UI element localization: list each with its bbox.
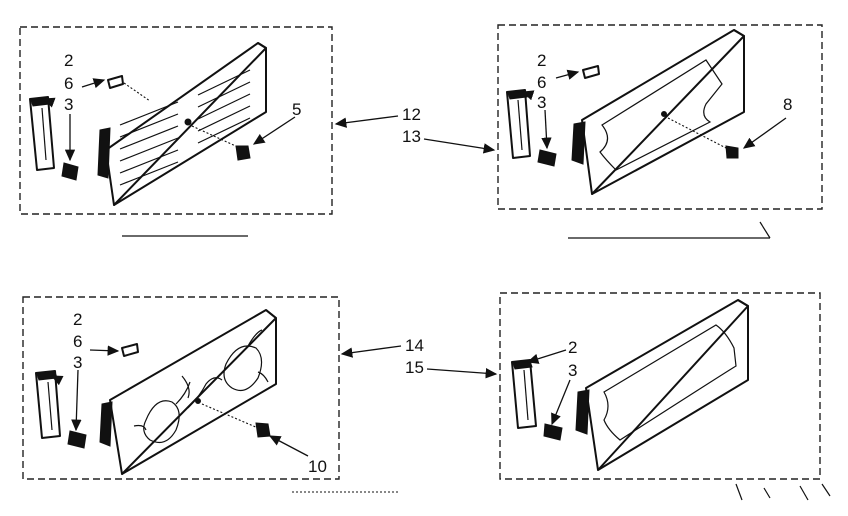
- panel-1: 2 6 3 5: [19, 26, 333, 237]
- label-2: 2: [73, 310, 82, 329]
- end-cap-part: [35, 370, 61, 439]
- pin-part: [121, 343, 139, 357]
- screw-part: [67, 430, 87, 449]
- pin-part: [582, 65, 600, 79]
- label-6: 6: [64, 74, 73, 93]
- panel-2-border: [497, 24, 823, 210]
- panel-4-border: [499, 292, 821, 480]
- ornamental-panel-part: [99, 309, 277, 475]
- label-6: 6: [537, 73, 546, 92]
- fastener-part: [725, 145, 739, 159]
- label-2: 2: [537, 51, 546, 70]
- end-cap-part: [511, 359, 537, 429]
- fastener-part: [235, 145, 251, 161]
- callout-12: 12: [402, 105, 421, 124]
- panel-3: 2 6 3 10: [22, 296, 400, 493]
- label-6: 6: [73, 332, 82, 351]
- callout-15: 15: [405, 358, 424, 377]
- recessed-panel-part: [571, 29, 745, 195]
- pin-part: [107, 75, 151, 102]
- end-cap-part: [506, 89, 531, 159]
- callouts: 12 13 14 15: [334, 105, 498, 379]
- screw-part: [61, 162, 79, 181]
- label-3: 3: [73, 353, 82, 372]
- screw-part: [537, 149, 557, 167]
- callout-13: 13: [402, 127, 421, 146]
- panel-1-border: [19, 26, 333, 215]
- louvered-panel-part: [97, 42, 267, 206]
- label-10: 10: [308, 457, 327, 476]
- label-2: 2: [568, 338, 577, 357]
- panel-3-border: [22, 296, 340, 480]
- panel-2: 2 6 3 8: [497, 24, 823, 239]
- label-3: 3: [64, 95, 73, 114]
- label-5: 5: [292, 100, 301, 119]
- label-3: 3: [568, 361, 577, 380]
- end-cap-part: [29, 96, 55, 171]
- fastener-part: [255, 422, 271, 438]
- screw-part: [543, 423, 563, 441]
- panel-4: 2 3: [499, 292, 831, 501]
- callout-14: 14: [405, 336, 424, 355]
- label-8: 8: [783, 95, 792, 114]
- label-2: 2: [64, 51, 73, 70]
- label-3: 3: [537, 93, 546, 112]
- frame-panel-part: [575, 299, 749, 471]
